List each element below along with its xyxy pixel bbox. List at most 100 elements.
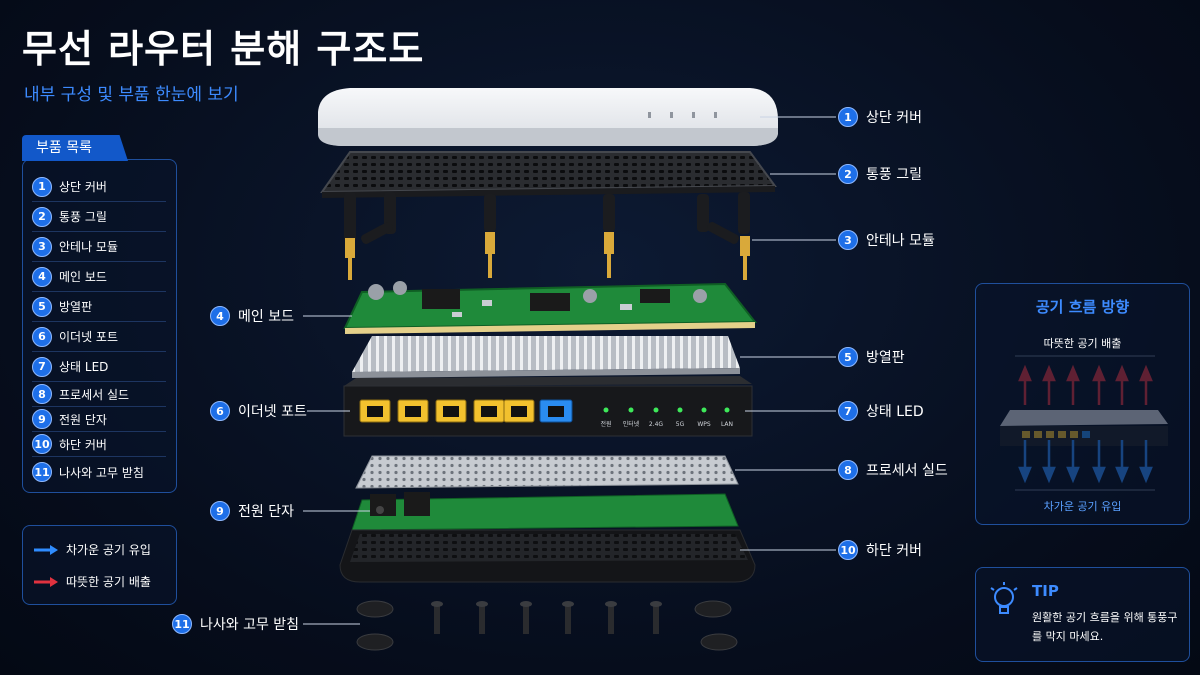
- blue-arrow-icon: [34, 544, 58, 555]
- list-item-label: 메인 보드: [59, 270, 107, 284]
- number-badge: 11: [32, 462, 52, 482]
- bottom-cover: [339, 529, 756, 583]
- antenna-module: [344, 192, 750, 280]
- number-badge: 1: [32, 176, 52, 197]
- list-item-label: 하단 커버: [59, 437, 107, 452]
- legend-cold-label: 차가운 공기 유입: [66, 543, 151, 557]
- number-badge: 7: [32, 356, 52, 377]
- number-badge: 4: [210, 306, 230, 326]
- list-item-label: 나사와 고무 받침: [59, 465, 144, 480]
- list-item: 3 안테나 모듈: [32, 232, 166, 262]
- led-label: 인터넷: [623, 420, 640, 428]
- processor-shield: [355, 455, 739, 489]
- list-item-label: 방열판: [59, 300, 93, 314]
- number-badge: 7: [838, 401, 858, 421]
- airflow-cold-label: 차가운 공기 유입: [1043, 500, 1122, 513]
- callout-power: 9 전원 단자: [210, 501, 294, 521]
- number-badge: 2: [838, 164, 858, 184]
- list-item-label: 안테나 모듈: [59, 240, 119, 254]
- tip-title: TIP: [1032, 582, 1059, 600]
- legend-panel: [22, 525, 177, 605]
- number-badge: 4: [32, 266, 52, 287]
- callout-status-led: 7 상태 LED: [838, 401, 924, 421]
- page-title: 무선 라우터 분해 구조도: [22, 27, 425, 71]
- list-item: 9 전원 단자: [32, 407, 166, 432]
- callout-label: 메인 보드: [238, 309, 294, 325]
- led-label: 전원: [600, 420, 611, 428]
- list-item: 5 방열판: [32, 292, 166, 322]
- callout-label: 하단 커버: [866, 543, 922, 559]
- callout-label: 프로세서 실드: [866, 463, 948, 479]
- list-item-label: 프로세서 실드: [59, 387, 130, 402]
- airflow-title: 공기 흐름 방향: [1035, 298, 1130, 316]
- number-badge: 3: [838, 230, 858, 250]
- callout-label: 이더넷 포트: [238, 404, 307, 420]
- led-label: LAN: [721, 421, 733, 428]
- number-badge: 10: [838, 540, 858, 560]
- number-badge: 6: [210, 401, 230, 421]
- airflow-hot-label: 따뜻한 공기 배출: [1043, 337, 1122, 350]
- main-board: [343, 281, 758, 334]
- airflow-panel: [975, 283, 1190, 525]
- callout-bottom-cover: 10 하단 커버: [838, 540, 922, 560]
- list-item: 6 이더넷 포트: [32, 322, 166, 352]
- list-item: 7 상태 LED: [32, 352, 166, 382]
- list-item-label: 이더넷 포트: [59, 330, 119, 344]
- callout-label: 안테나 모듈: [866, 233, 935, 249]
- tip-panel: [975, 567, 1190, 662]
- tip-text: 원활한 공기 흐름을 위해 통풍구를 막지 마세요.: [1032, 611, 1178, 643]
- callout-screws-feet: 11 나사와 고무 받침: [172, 614, 299, 634]
- list-item: 4 메인 보드: [32, 262, 166, 292]
- number-badge: 9: [210, 501, 230, 521]
- number-badge: 11: [172, 614, 192, 634]
- callout-processor-shield: 8 프로세서 실드: [838, 460, 948, 480]
- callout-label: 상태 LED: [866, 404, 924, 420]
- callout-vent-grill: 2 통풍 그릴: [838, 164, 922, 184]
- power-board: [351, 492, 739, 531]
- number-badge: 8: [838, 460, 858, 480]
- led-label: 2.4G: [649, 421, 664, 428]
- vent-grill: [320, 151, 777, 198]
- callout-top-cover: 1 상단 커버: [838, 107, 922, 127]
- list-item: 8 프로세서 실드: [32, 382, 166, 407]
- number-badge: 5: [32, 296, 52, 317]
- number-badge: 9: [32, 409, 52, 429]
- screws-and-feet: [356, 600, 738, 651]
- number-badge: 5: [838, 347, 858, 367]
- list-item-label: 상단 커버: [59, 180, 107, 194]
- number-badge: 6: [32, 326, 52, 347]
- red-arrow-icon: [34, 576, 58, 587]
- led-label: 5G: [676, 421, 685, 428]
- callout-label: 상단 커버: [866, 110, 922, 126]
- parts-tab: 부품 목록: [22, 135, 128, 161]
- number-badge: 2: [32, 206, 52, 227]
- parts-list: 1 상단 커버 2 통풍 그릴 3 안테나 모듈 4 메인 보드 5 방열판 6 이더넷 포…: [32, 172, 166, 487]
- callout-antenna: 3 안테나 모듈: [838, 230, 935, 250]
- list-item: 10 하단 커버: [32, 432, 166, 457]
- list-item: 2 통풍 그릴: [32, 202, 166, 232]
- leader-lines: [303, 116, 836, 625]
- list-item: 1 상단 커버: [32, 172, 166, 202]
- list-item-label: 전원 단자: [59, 412, 107, 427]
- callout-label: 전원 단자: [238, 504, 294, 520]
- number-badge: 1: [838, 107, 858, 127]
- page-subtitle: 내부 구성 및 부품 한눈에 보기: [24, 85, 239, 105]
- led-label: WPS: [697, 421, 711, 428]
- lightbulb-icon: [990, 582, 1018, 614]
- legend-item-hot: 따뜻한 공기 배출: [34, 573, 151, 590]
- number-badge: 8: [32, 384, 52, 404]
- callout-ethernet: 6 이더넷 포트: [210, 401, 307, 421]
- legend-hot-label: 따뜻한 공기 배출: [66, 575, 151, 589]
- list-item: 11 나사와 고무 받침: [32, 457, 166, 487]
- list-item-label: 통풍 그릴: [59, 210, 107, 224]
- number-badge: 3: [32, 236, 52, 257]
- callout-label: 통풍 그릴: [866, 167, 922, 183]
- legend-item-cold: 차가운 공기 유입: [34, 541, 151, 558]
- number-badge: 10: [32, 434, 52, 454]
- list-item-label: 상태 LED: [59, 360, 109, 374]
- callout-main-board: 4 메인 보드: [210, 306, 294, 326]
- callout-label: 나사와 고무 받침: [200, 617, 300, 633]
- heatsink: [352, 336, 740, 378]
